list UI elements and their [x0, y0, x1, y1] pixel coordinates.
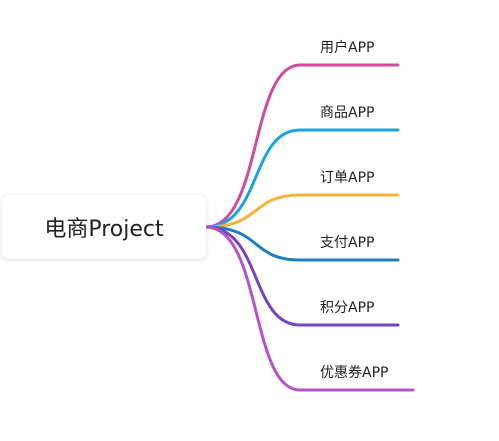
branch-label-3[interactable]: 支付APP — [320, 235, 375, 251]
root-node[interactable]: 电商Project — [2, 195, 206, 259]
branch-connector-0 — [204, 63, 400, 229]
branch-label-5[interactable]: 优惠券APP — [320, 365, 389, 381]
branch-connector-1 — [204, 128, 400, 229]
branch-label-4[interactable]: 积分APP — [320, 300, 375, 316]
branch-connector-3 — [204, 225, 400, 262]
branch-label-0[interactable]: 用户APP — [320, 40, 375, 56]
branch-connector-5 — [204, 225, 415, 392]
root-node-label: 电商Project — [44, 217, 164, 242]
branch-label-1[interactable]: 商品APP — [320, 105, 375, 121]
branch-label-2[interactable]: 订单APP — [320, 170, 375, 186]
branch-connector-2 — [204, 193, 400, 229]
branch-connector-4 — [204, 225, 400, 327]
